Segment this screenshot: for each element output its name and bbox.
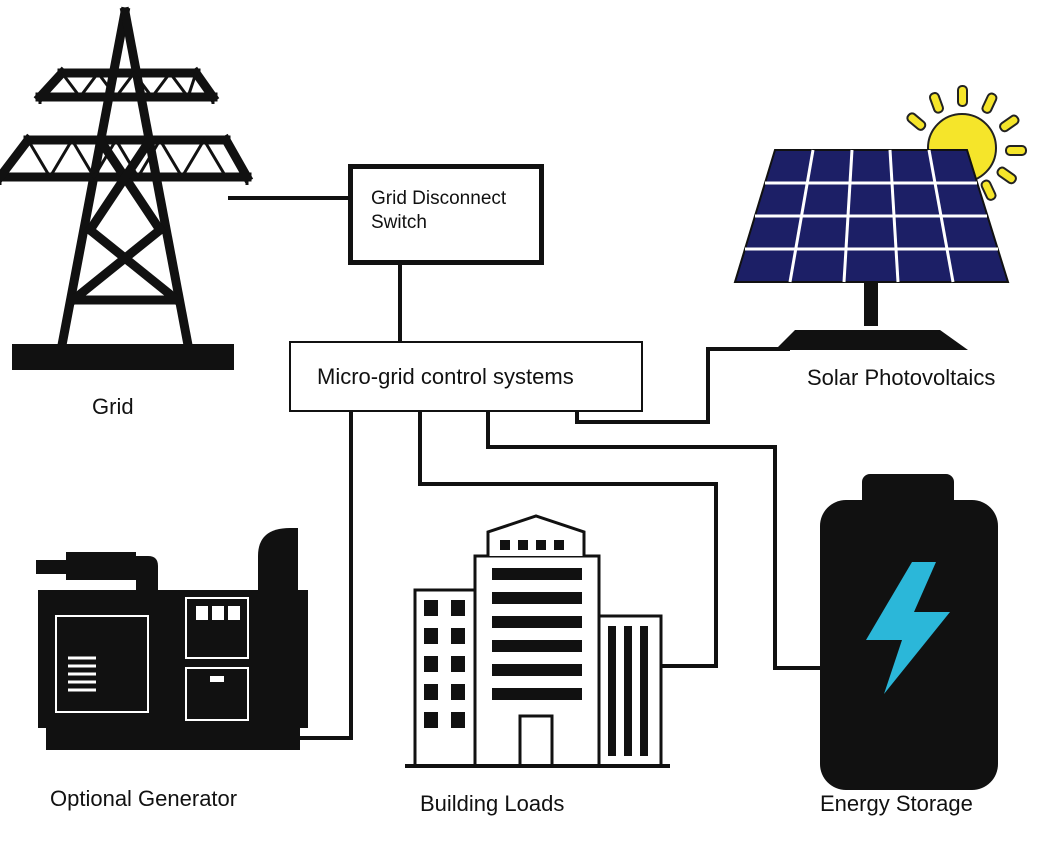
connector-control-generator <box>285 412 353 740</box>
tower-lattice-detail <box>0 70 249 185</box>
storage-label: Energy Storage <box>820 791 973 816</box>
generator-icon <box>36 528 308 750</box>
solar-label: Solar Photovoltaics <box>807 365 996 390</box>
switch-label-line2: Switch <box>371 211 427 233</box>
grid-label: Grid <box>92 394 134 419</box>
generator-label: Optional Generator <box>50 786 238 811</box>
connector-control-solar <box>575 347 790 424</box>
lightning-bolt-icon <box>866 562 950 694</box>
control-label: Micro-grid control systems <box>317 363 574 389</box>
switch-label-line1: Grid Disconnect <box>371 188 507 209</box>
tower-base <box>12 344 234 370</box>
connector-control-storage <box>486 412 822 670</box>
connector-lines <box>228 196 822 740</box>
building-icon <box>405 514 670 768</box>
microgrid-control-box: Micro-grid control systems <box>289 341 643 412</box>
solar-panel-icon <box>733 149 1010 350</box>
grid-disconnect-switch-box: Grid Disconnect Switch <box>348 164 544 265</box>
building-label: Building Loads <box>420 791 565 816</box>
transmission-tower-icon <box>0 6 254 351</box>
connector-control-building <box>418 412 718 668</box>
